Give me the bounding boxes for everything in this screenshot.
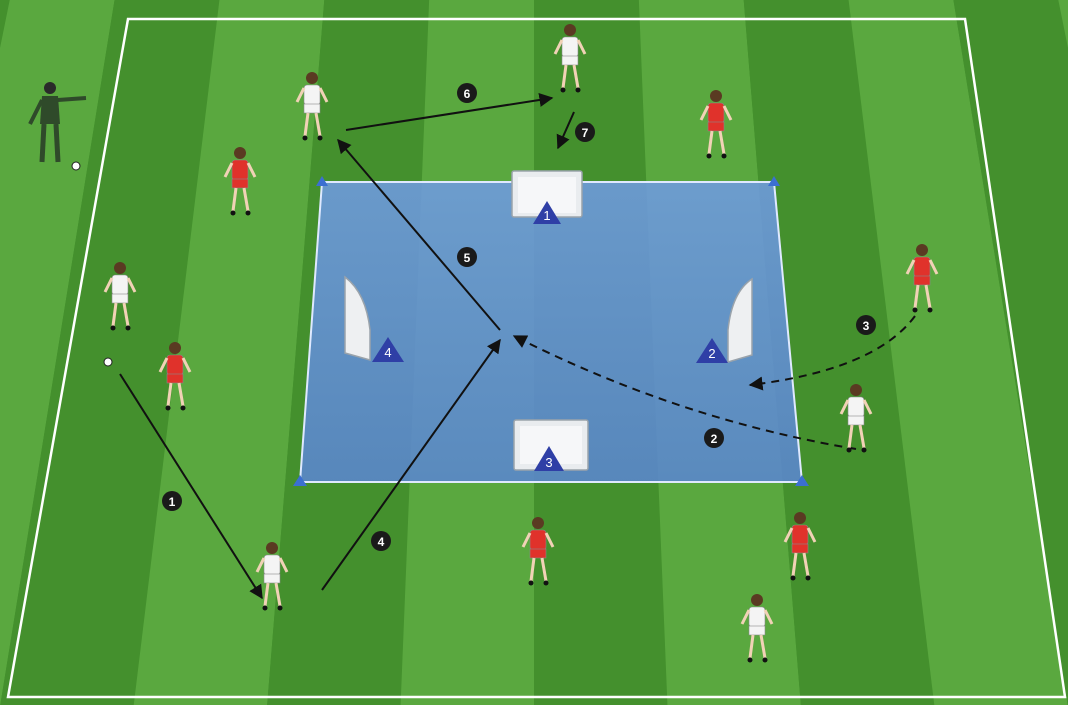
svg-text:4: 4 xyxy=(378,535,385,549)
mini-goal-3: 3 xyxy=(514,420,588,471)
goal-1-label: 1 xyxy=(543,208,550,223)
step-badge-3: 3 xyxy=(856,315,876,335)
step-badge-7: 7 xyxy=(575,122,595,142)
step-badge-2: 2 xyxy=(704,428,724,448)
step-badge-4: 4 xyxy=(371,531,391,551)
step-badge-1: 1 xyxy=(162,491,182,511)
step-badge-6: 6 xyxy=(457,83,477,103)
step-badge-5: 5 xyxy=(457,247,477,267)
mini-goal-1: 1 xyxy=(512,171,582,224)
svg-text:6: 6 xyxy=(464,87,471,101)
goal-2-label: 2 xyxy=(708,346,715,361)
svg-text:1: 1 xyxy=(169,495,176,509)
goal-4-label: 4 xyxy=(384,345,391,360)
svg-text:2: 2 xyxy=(711,432,718,446)
svg-text:5: 5 xyxy=(464,251,471,265)
svg-text:3: 3 xyxy=(863,319,870,333)
ball xyxy=(104,358,112,366)
svg-text:7: 7 xyxy=(582,126,589,140)
goal-3-label: 3 xyxy=(545,455,552,470)
